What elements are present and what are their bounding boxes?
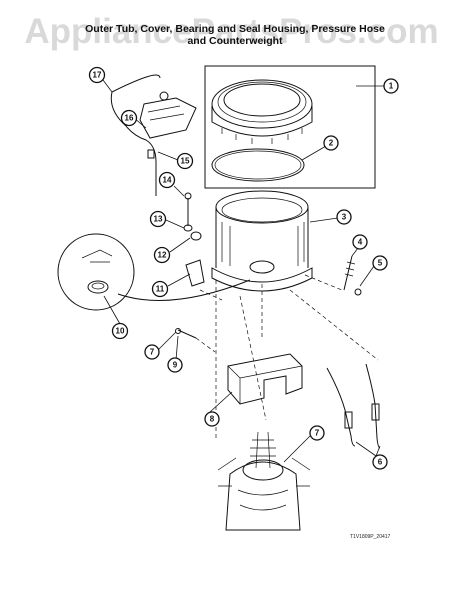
svg-text:7: 7 xyxy=(150,348,155,357)
callout-11: 11 xyxy=(151,280,169,298)
dashed-guides xyxy=(195,274,379,440)
tub-cover-skirt xyxy=(211,106,313,137)
tub-cover-tabs xyxy=(221,128,303,144)
svg-text:6: 6 xyxy=(378,458,383,467)
air-dome xyxy=(190,231,202,241)
svg-text:5: 5 xyxy=(378,259,383,268)
small-bolt xyxy=(175,328,197,339)
part-code: T1V1809P_20417 xyxy=(350,534,391,540)
callout-12: 12 xyxy=(153,246,171,264)
callout-14: 14 xyxy=(158,171,176,189)
callout-7-lower: 7 xyxy=(309,425,325,441)
svg-text:17: 17 xyxy=(93,71,102,80)
svg-text:9: 9 xyxy=(173,361,178,370)
svg-text:2: 2 xyxy=(329,139,334,148)
diagram-title: Outer Tub, Cover, Bearing and Seal Housi… xyxy=(40,23,430,47)
watermark-text: AppliancePartsPros.com xyxy=(24,12,439,51)
springs xyxy=(326,363,381,449)
drive-assembly xyxy=(217,431,311,531)
svg-text:4: 4 xyxy=(358,238,363,247)
tub-outlet-port xyxy=(249,260,275,274)
callout-4: 4 xyxy=(352,234,368,250)
hose-bracket xyxy=(139,97,197,139)
callout-9: 9 xyxy=(167,357,183,373)
callout-1: 1 xyxy=(383,78,399,94)
bolt-and-washer xyxy=(343,255,362,296)
svg-text:10: 10 xyxy=(116,327,125,336)
callout-5: 5 xyxy=(372,255,388,271)
callout-6: 6 xyxy=(372,454,388,470)
callout-16: 16 xyxy=(120,109,138,127)
svg-text:7: 7 xyxy=(315,429,320,438)
counterweight xyxy=(227,353,303,405)
callouts: 1 2 3 4 5 6 7 7 8 9 10 11 12 13 14 15 16… xyxy=(88,66,399,470)
spring-coil-right xyxy=(371,403,380,421)
svg-text:3: 3 xyxy=(342,213,347,222)
hose-clamp xyxy=(147,149,155,159)
svg-text:8: 8 xyxy=(210,415,215,424)
callout-10: 10 xyxy=(111,322,129,340)
diagram-title-line2: and Counterweight xyxy=(187,35,283,47)
svg-text:16: 16 xyxy=(125,114,134,123)
svg-text:12: 12 xyxy=(158,251,167,260)
tub-seal-ring xyxy=(211,148,305,182)
diagram-title-line1: Outer Tub, Cover, Bearing and Seal Housi… xyxy=(85,23,385,35)
outer-tub xyxy=(211,190,313,292)
tub-cover-box xyxy=(204,65,376,189)
callout-3: 3 xyxy=(336,209,352,225)
tub-cover-outer-rim xyxy=(211,79,313,129)
tub-cover-opening xyxy=(223,83,301,117)
callout-2: 2 xyxy=(323,135,339,151)
callout-leaders xyxy=(102,79,384,463)
svg-text:15: 15 xyxy=(181,157,190,166)
pressure-hose xyxy=(111,74,161,93)
tub-cover-inner-ring xyxy=(217,81,307,123)
callout-15: 15 xyxy=(176,152,194,170)
callout-17: 17 xyxy=(88,66,106,84)
pressure-hose-assembly xyxy=(110,74,202,241)
svg-text:1: 1 xyxy=(389,82,394,91)
svg-text:11: 11 xyxy=(156,285,165,294)
svg-text:14: 14 xyxy=(163,176,172,185)
callout-13: 13 xyxy=(149,210,167,228)
tub-cover-group xyxy=(204,65,376,189)
svg-text:13: 13 xyxy=(154,215,163,224)
seal-detail xyxy=(57,233,251,311)
tub-plate xyxy=(185,259,205,287)
spring-coil-left xyxy=(344,411,353,429)
callout-7-upper: 7 xyxy=(144,344,160,360)
callout-8: 8 xyxy=(204,411,220,427)
